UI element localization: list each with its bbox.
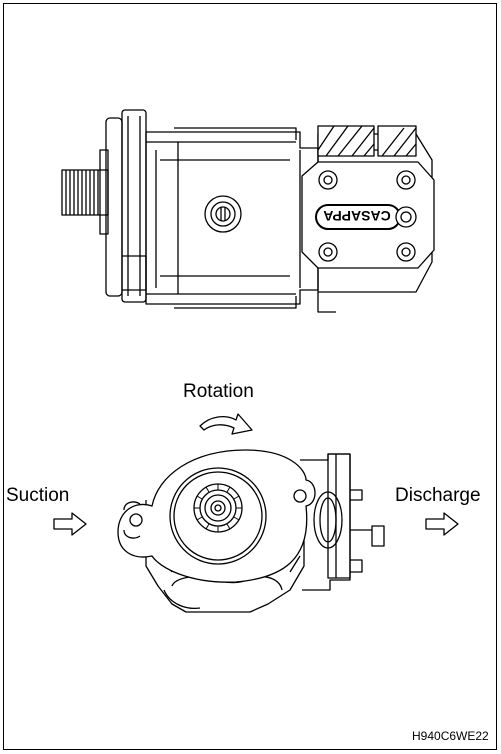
hollow-arrow-right-icon (53, 512, 87, 536)
figure-frame (3, 3, 497, 750)
drive-shaft (61, 169, 109, 216)
suction-label: Suction (6, 485, 70, 506)
hollow-arrow-right-icon (425, 512, 459, 536)
compensator-block (301, 125, 435, 293)
discharge-label: Discharge (395, 485, 481, 506)
pump-body (145, 127, 319, 309)
figure-code: H940C6WE22 (412, 729, 489, 743)
rotation-label: Rotation (183, 381, 254, 402)
pump-side-view (61, 109, 435, 313)
pump-front-view (117, 449, 385, 613)
brand-label: CASAPPA (323, 208, 390, 224)
curved-arrow-right-icon (199, 413, 253, 435)
